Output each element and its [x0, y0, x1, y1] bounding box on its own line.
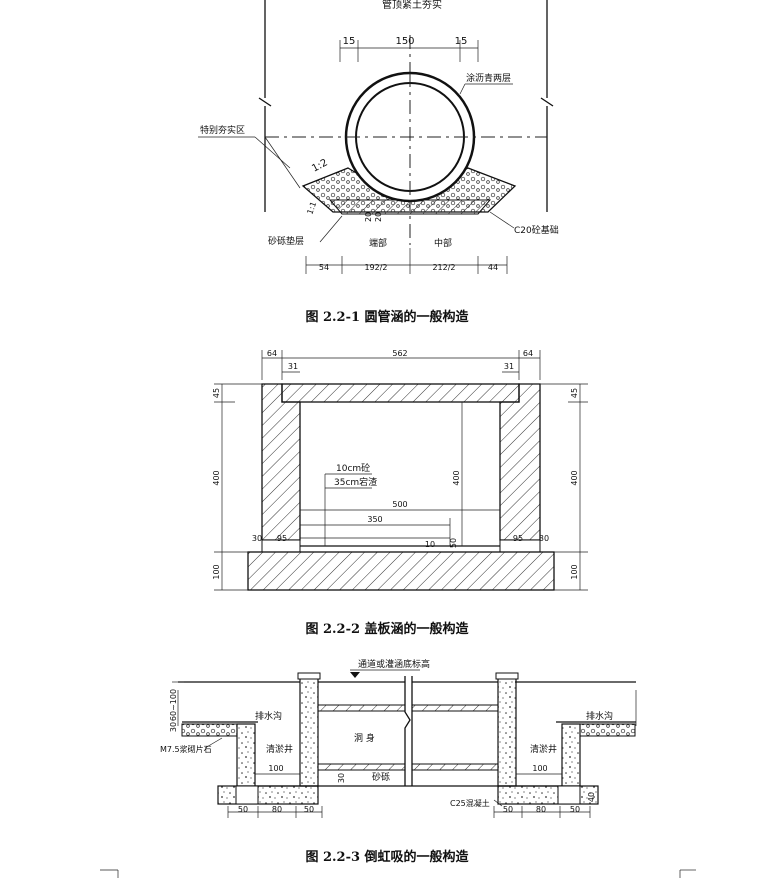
fig1-dim-212: 212/2 — [432, 263, 455, 272]
fig1-label-coating: 涂沥青两层 — [466, 72, 511, 84]
figure-round-culvert: 管顶紧土夯实 15 150 15 特别夯实区 — [198, 0, 559, 274]
fig2-dim-31b: 31 — [504, 362, 514, 371]
fig2-label-35cm: 35cm宕渣 — [334, 476, 377, 488]
fig3-dim-100r: 100 — [532, 764, 547, 773]
fig3-label-ditch-l: 排水沟 — [255, 710, 282, 722]
fig2-dim-50: 50 — [449, 538, 458, 548]
fig3-label-well-r: 清淤井 — [530, 743, 557, 755]
fig3-dim-80b: 80 — [536, 805, 546, 814]
fig1-dim-150: 150 — [395, 36, 414, 47]
fig3-label-c25: C25混凝土 — [450, 798, 490, 808]
fig2-dim-400b: 400 — [452, 470, 461, 485]
fig2-dim-400c: 400 — [570, 470, 579, 485]
fig2-dim-45a: 45 — [212, 388, 221, 398]
fig3-dim-80a: 80 — [272, 805, 282, 814]
fig2-dim-100a: 100 — [212, 564, 221, 579]
fig2-dim-30b: 30 — [539, 534, 549, 543]
fig1-label-end: 端部 — [369, 237, 387, 249]
fig2-caption: 图 2.2-2 盖板涵的一般构造 — [305, 622, 469, 637]
fig3-caption: 图 2.2-3 倒虹吸的一般构造 — [305, 850, 469, 865]
fig2-dim-562: 562 — [392, 349, 407, 358]
fig1-label-compact: 特别夯实区 — [200, 124, 245, 136]
fig2-cover-slab — [281, 383, 520, 403]
fig3-dim-30: 30 — [169, 722, 178, 732]
fig2-right-wall — [499, 383, 541, 541]
fig2-dim-64a: 64 — [267, 349, 277, 358]
fig2-dim-350: 350 — [367, 515, 382, 524]
figure-slab-culvert: 64 562 64 31 31 45 400 100 45 400 1 — [212, 349, 588, 591]
fig1-label-c20: C20砼基础 — [514, 224, 559, 236]
fig3-label-ditch-r: 排水沟 — [586, 710, 613, 722]
fig3-dim-50c: 50 — [503, 805, 513, 814]
fig2-label-10cm: 10cm砼 — [336, 462, 370, 474]
fig3-label-body: 洞 身 — [354, 732, 375, 744]
fig2-left-wall — [261, 383, 301, 541]
fig3-dim-50d: 50 — [570, 805, 580, 814]
fig1-top-text: 管顶紧土夯实 — [382, 0, 442, 11]
fig2-dim-95b: 95 — [513, 534, 523, 543]
fig2-dim-400a: 400 — [212, 470, 221, 485]
fig1-dim-192: 192/2 — [364, 263, 387, 272]
fig3-dim-100l: 100 — [268, 764, 283, 773]
fig3-dim-50b: 50 — [304, 805, 314, 814]
fig2-dim-45b: 45 — [570, 388, 579, 398]
fig2-dim-95a: 95 — [277, 534, 287, 543]
fig1-label-gravel: 砂砾垫层 — [268, 235, 304, 247]
fig1-dim-15a: 15 — [343, 36, 356, 47]
figure-inverted-siphon: 通道或灌涵底标高 60~100 30 排水沟 排水沟 M7.5浆砌片石 — [160, 658, 637, 818]
fig3-label-well-l: 清淤井 — [266, 743, 293, 755]
fig2-dim-500: 500 — [392, 500, 407, 509]
fig1-label-middle: 中部 — [434, 237, 452, 249]
fig1-dim-20b: 20 — [374, 212, 383, 222]
fig1-caption: 图 2.2-1 圆管涵的一般构造 — [305, 310, 469, 325]
fig2-dim-64b: 64 — [523, 349, 533, 358]
fig3-dim-30b: 30 — [337, 773, 346, 783]
fig1-dim-20a: 20 — [364, 212, 373, 222]
fig2-dim-100b: 100 — [570, 564, 579, 579]
fig3-label-m75: M7.5浆砌片石 — [160, 744, 212, 754]
fig1-dim-54: 54 — [319, 263, 329, 272]
fig3-dim-40: 40 — [587, 792, 596, 802]
fig1-label-slope1: 1:2 — [310, 157, 329, 174]
fig2-base — [247, 551, 555, 591]
fig3-dim-60-100: 60~100 — [169, 689, 178, 721]
fig3-dim-50a: 50 — [238, 805, 248, 814]
fig1-dim-44: 44 — [488, 263, 498, 272]
fig1-dim-15b: 15 — [455, 36, 468, 47]
fig3-label-sand: 砂砾 — [372, 771, 390, 783]
fig2-dim-31a: 31 — [288, 362, 298, 371]
fig3-label-top: 通道或灌涵底标高 — [358, 658, 430, 670]
fig2-dim-30a: 30 — [252, 534, 262, 543]
fig1-label-slope2: 1:1 — [305, 201, 318, 216]
fig2-dim-10: 10 — [425, 540, 435, 549]
